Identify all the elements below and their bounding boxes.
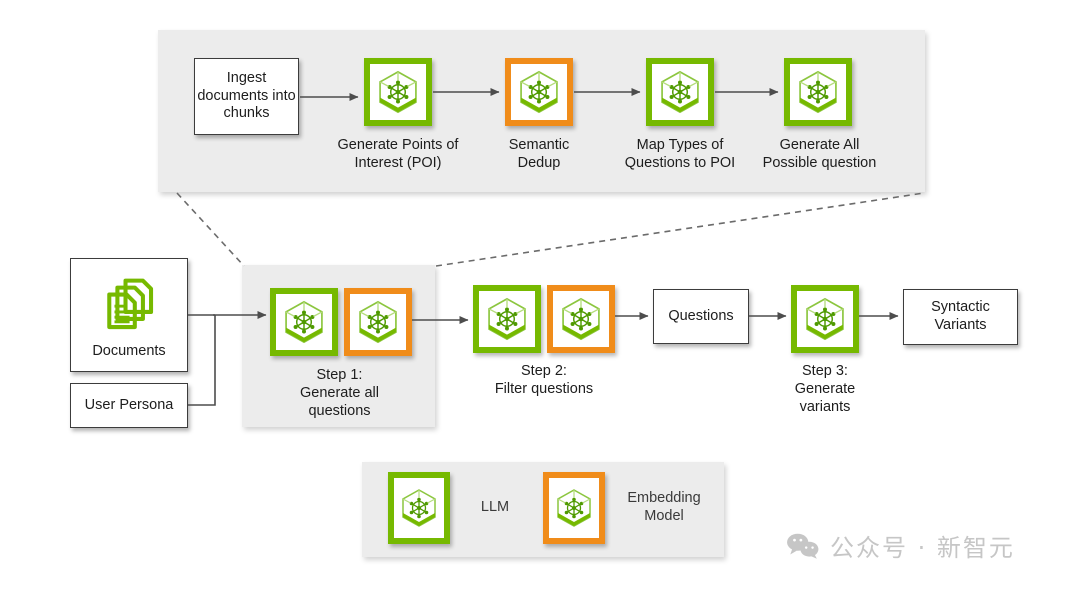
cube-network-icon [359,300,397,344]
cube-network-icon [488,297,526,341]
dashed-connector-left [176,192,245,267]
detail-caption-semantic-dedup: Semantic Dedup [508,137,570,172]
detail-chip-semantic-dedup[interactable] [505,58,573,126]
legend-label-embedding: Embedding Model [627,490,701,525]
syntactic-variants-box: Syntactic Variants [903,289,1018,345]
user-persona-box: User Persona [70,383,188,428]
cube-network-icon [557,489,591,527]
step-1-caption: Step 1: Generate all questions [300,367,379,420]
step-2-caption: Step 2: Filter questions [494,363,594,398]
step-2-chip-llm[interactable] [473,285,541,353]
detail-caption-generate-poi: Generate Points of Interest (POI) [337,137,459,172]
cube-network-icon [285,300,323,344]
step-1-chip-llm[interactable] [270,288,338,356]
cube-network-icon [402,489,436,527]
cube-network-icon [520,70,558,114]
cube-network-icon [562,297,600,341]
step-2-chip-embedding[interactable] [547,285,615,353]
step-3-chip-llm[interactable] [791,285,859,353]
documents-icon [100,276,158,334]
cube-network-icon [806,297,844,341]
wire-persona-out [188,315,216,406]
dashed-connector-right [435,192,925,267]
documents-box: Documents [70,258,188,372]
detail-caption-map-question-types: Map Types of Questions to POI [624,137,736,172]
documents-label: Documents [92,343,166,360]
step-1-chip-embedding[interactable] [344,288,412,356]
watermark: 公众号 · 新智元 [786,528,1015,563]
ingest-documents-box: Ingest documents into chunks [194,58,299,135]
step-3-caption: Step 3: Generate variants [794,363,856,416]
legend-chip-embedding [543,472,605,544]
detail-chip-generate-poi[interactable] [364,58,432,126]
wechat-icon [787,533,819,559]
detail-chip-map-question-types[interactable] [646,58,714,126]
detail-caption-generate-all-questions: Generate All Possible question [762,137,877,172]
legend-chip-llm [388,472,450,544]
questions-box: Questions [653,289,749,344]
detail-chip-generate-all-questions[interactable] [784,58,852,126]
watermark-text: 公众号 · 新智元 [830,534,1015,562]
legend-label-llm: LLM [480,499,510,515]
cube-network-icon [661,70,699,114]
cube-network-icon [379,70,417,114]
cube-network-icon [799,70,837,114]
